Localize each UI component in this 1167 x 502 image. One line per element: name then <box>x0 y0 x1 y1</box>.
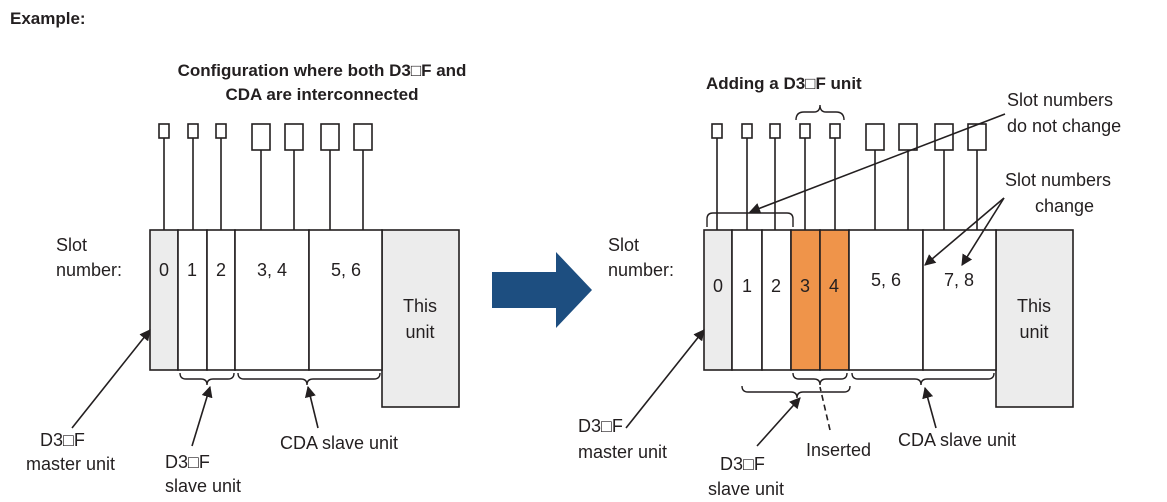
left-this-unit-line1: This <box>403 296 437 316</box>
left-cda-label: CDA slave unit <box>280 433 398 453</box>
left-diagram: Configuration where both D3□F and CDA ar… <box>26 61 466 496</box>
left-slot-34-box <box>234 229 310 371</box>
left-this-unit-line2: unit <box>405 322 434 342</box>
right-slave-line2: slave unit <box>708 479 784 499</box>
right-slot-3: 3 <box>800 276 810 296</box>
left-slot-2: 2 <box>216 260 226 280</box>
right-slot-label-line2: number: <box>608 260 674 280</box>
right-slot-1-box <box>731 229 763 371</box>
left-slot-56-box <box>308 229 383 371</box>
right-slot-4-box <box>819 229 850 371</box>
left-unit-row <box>149 229 460 408</box>
right-master-line2: master unit <box>578 442 667 462</box>
left-title-line1: Configuration where both D3□F and <box>178 61 467 80</box>
right-slot-2: 2 <box>771 276 781 296</box>
right-inserted-dashed-line <box>819 386 831 431</box>
right-master-line1: D3□F <box>578 416 623 436</box>
right-slot-78: 7, 8 <box>944 270 974 290</box>
left-slot-34: 3, 4 <box>257 260 287 280</box>
left-braces <box>179 372 381 386</box>
right-slot-2-box <box>761 229 792 371</box>
note-changed-line2: change <box>1035 196 1094 216</box>
left-master-box <box>149 229 179 371</box>
left-title-line2: CDA are interconnected <box>225 85 418 104</box>
left-pointer-arrows <box>71 329 319 447</box>
note-changed-line1: Slot numbers <box>1005 170 1111 190</box>
right-slot-56-box <box>848 229 924 371</box>
left-slot-0: 0 <box>159 260 169 280</box>
note-unchanged-line2: do not change <box>1007 116 1121 136</box>
left-this-unit-box <box>381 229 460 408</box>
left-slave-line2: slave unit <box>165 476 241 496</box>
left-slot-2-box <box>206 229 236 371</box>
right-unchanged-bracket <box>706 212 794 227</box>
right-slot-56: 5, 6 <box>871 270 901 290</box>
right-slot-label-line1: Slot <box>608 235 639 255</box>
right-slot-78-box <box>922 229 997 371</box>
right-unit-row <box>703 229 1074 408</box>
right-terminals <box>711 123 987 230</box>
note-unchanged-line1: Slot numbers <box>1007 90 1113 110</box>
right-diagram: Adding a D3□F unit Slot number: 0 1 <box>578 74 1121 499</box>
right-slot-1: 1 <box>742 276 752 296</box>
right-slot-0: 0 <box>713 276 723 296</box>
left-slave-line1: D3□F <box>165 452 210 472</box>
left-terminals <box>158 123 373 230</box>
right-this-unit-line1: This <box>1017 296 1051 316</box>
transition-arrow <box>492 252 592 328</box>
right-slot-3-box <box>790 229 821 371</box>
right-slave-line1: D3□F <box>720 454 765 474</box>
right-callout-lines <box>625 113 1006 447</box>
right-cda-label: CDA slave unit <box>898 430 1016 450</box>
right-master-box <box>703 229 733 371</box>
right-this-unit-box <box>995 229 1074 408</box>
right-this-unit-line2: unit <box>1019 322 1048 342</box>
right-bottom-braces <box>741 372 995 399</box>
left-slot-1-box <box>177 229 208 371</box>
left-slot-56: 5, 6 <box>331 260 361 280</box>
example-label: Example: <box>10 9 86 28</box>
left-slot-label-line1: Slot <box>56 235 87 255</box>
right-top-brace <box>795 104 845 121</box>
left-master-line2: master unit <box>26 454 115 474</box>
right-title: Adding a D3□F unit <box>706 74 862 93</box>
left-slot-1: 1 <box>187 260 197 280</box>
left-master-line1: D3□F <box>40 430 85 450</box>
right-slot-4: 4 <box>829 276 839 296</box>
right-inserted-label: Inserted <box>806 440 871 460</box>
left-slot-label-line2: number: <box>56 260 122 280</box>
